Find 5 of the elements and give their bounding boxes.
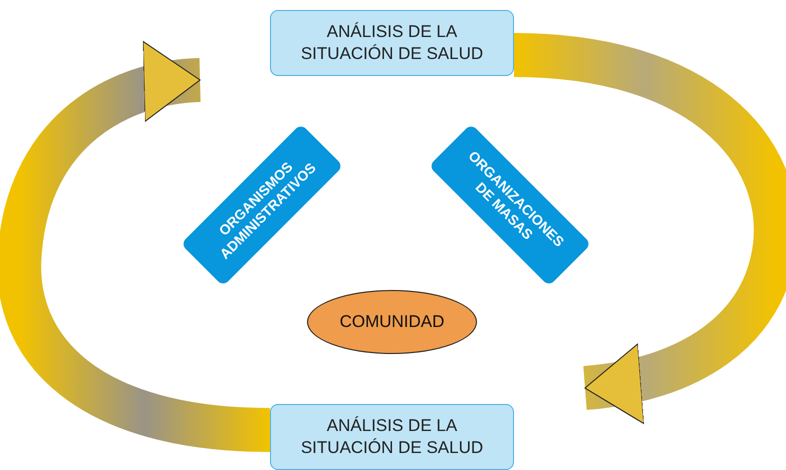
info-box: ANÁLISIS DE LA SITUACIÓN DE SALUD (270, 10, 514, 76)
curved-arrow (0, 44, 271, 452)
curved-arrow (513, 33, 786, 422)
info-box: ANÁLISIS DE LA SITUACIÓN DE SALUD (270, 404, 514, 470)
center-ellipse: COMUNIDAD (307, 290, 477, 354)
